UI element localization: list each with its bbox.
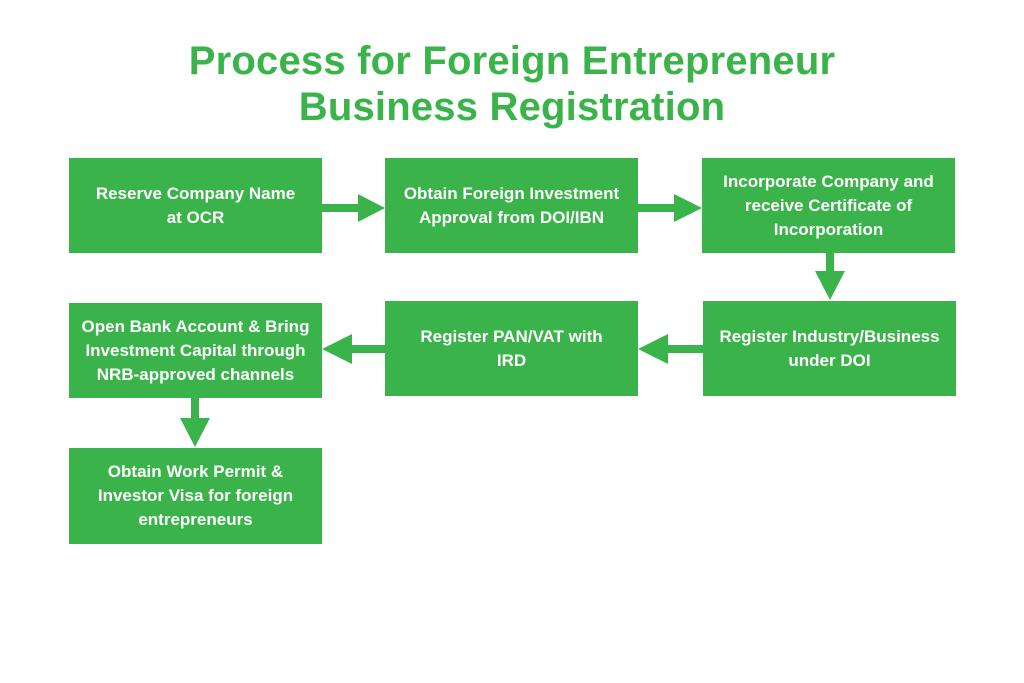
arrow-left-2 (322, 334, 386, 364)
step-reserve-company-name: Reserve Company Name at OCR (69, 158, 322, 253)
step-label: Open Bank Account & Bring Investment Cap… (81, 316, 310, 384)
step-register-pan-vat: Register PAN/VAT with IRD (385, 301, 638, 396)
step-incorporate-company: Incorporate Company and receive Certific… (702, 158, 955, 253)
step-label: Incorporate Company and receive Certific… (723, 171, 934, 239)
step-open-bank-account: Open Bank Account & Bring Investment Cap… (69, 303, 322, 398)
arrow-right-1 (322, 194, 385, 222)
diagram-title: Process for Foreign Entrepreneur Busines… (0, 38, 1024, 130)
arrow-right-2 (638, 194, 702, 222)
step-label: Obtain Foreign Investment Approval from … (403, 183, 620, 227)
step-register-industry: Register Industry/Business under DOI (703, 301, 956, 396)
step-label: Obtain Work Permit & Investor Visa for f… (97, 462, 294, 529)
arrow-down-2 (180, 398, 210, 447)
step-label: Reserve Company Name at OCR (95, 183, 296, 227)
title-line-2: Business Registration (298, 85, 726, 129)
step-foreign-investment-approval: Obtain Foreign Investment Approval from … (385, 158, 638, 253)
step-label: Register PAN/VAT with IRD (420, 327, 603, 370)
title-line-1: Process for Foreign Entrepreneur (188, 39, 836, 83)
arrow-down-1 (815, 253, 845, 300)
step-label: Register Industry/Business under DOI (719, 326, 940, 370)
step-work-permit-visa: Obtain Work Permit & Investor Visa for f… (69, 448, 322, 544)
arrow-left-1 (638, 334, 704, 364)
